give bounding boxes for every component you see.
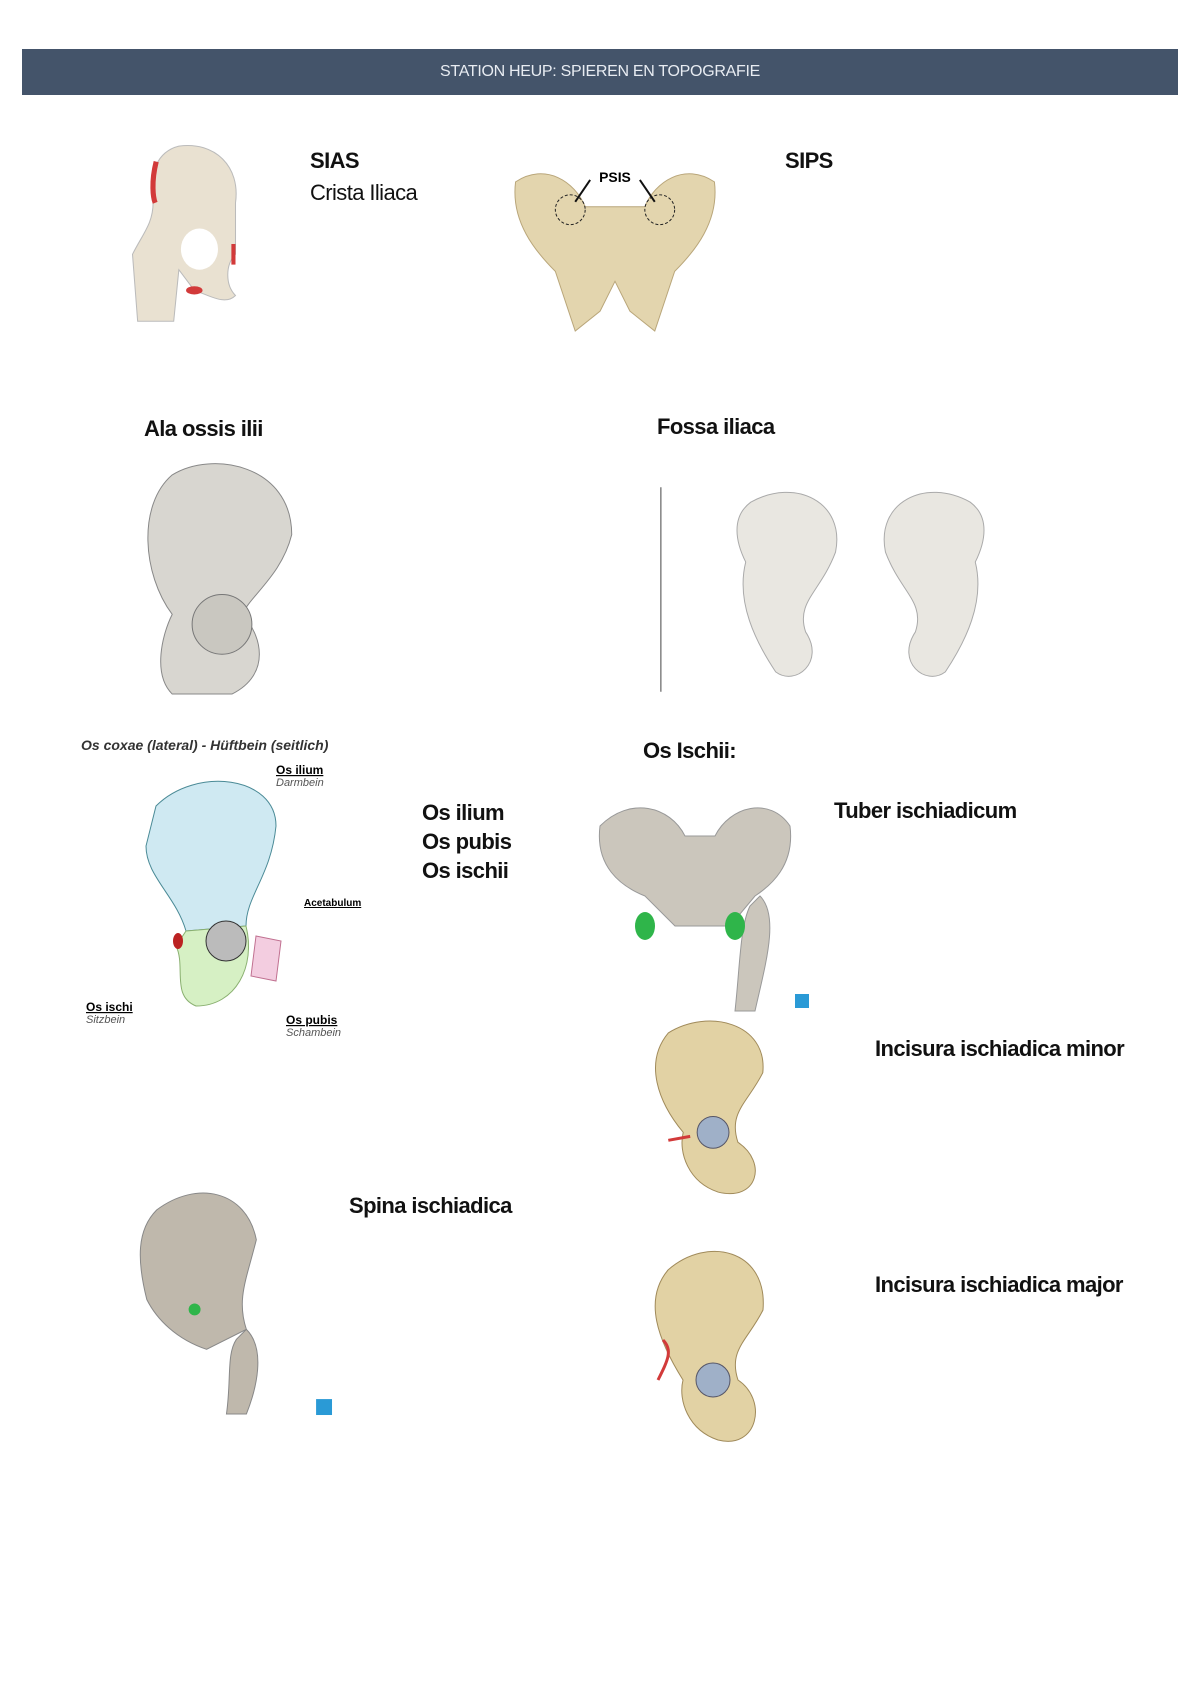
incisura-major-label: Incisura ischiadica major	[875, 1272, 1124, 1297]
incisura-major-image	[628, 1240, 823, 1457]
incisura-minor-image	[628, 1013, 823, 1202]
fossa-iliaca-label: Fossa iliaca	[657, 414, 775, 439]
spina-ischiadica-image	[97, 1180, 336, 1419]
list-item: Os pubis	[422, 829, 512, 854]
page-header: STATION HEUP: SPIEREN EN TOPOGRAFIE	[22, 49, 1178, 95]
ala-ossis-ilii-image	[130, 455, 314, 704]
svg-text:Os pubis: Os pubis	[286, 1013, 338, 1027]
list-item: Os ilium	[422, 800, 505, 825]
svg-text:Sitzbein: Sitzbein	[86, 1014, 125, 1026]
os-coxae-title: Os coxae (lateral) - Hüftbein (seitlich)	[81, 737, 329, 753]
svg-text:Schambein: Schambein	[286, 1027, 341, 1039]
svg-text:Darmbein: Darmbein	[276, 777, 324, 789]
hip-bone-anterior-image	[81, 141, 287, 347]
page-title: STATION HEUP: SPIEREN EN TOPOGRAFIE	[440, 63, 760, 80]
os-ischii-label: Os Ischii:	[643, 738, 737, 763]
svg-text:Acetabulum: Acetabulum	[304, 898, 361, 909]
sips-label: SIPS	[785, 148, 833, 173]
svg-text:Os ilium: Os ilium	[276, 763, 323, 777]
spina-ischiadica-label: Spina ischiadica	[349, 1193, 512, 1218]
tuber-ischiadicum-label: Tuber ischiadicum	[834, 798, 1017, 823]
list-item: Os ischii	[422, 858, 509, 883]
pelvis-posterior-image: PSIS	[504, 162, 726, 336]
bone-parts-list: Os ilium Os pubis Os ischii	[422, 798, 512, 885]
psis-image-label: PSIS	[599, 169, 631, 185]
tuber-ischiadicum-image	[590, 796, 812, 1013]
sias-label: SIAS	[310, 148, 360, 173]
os-coxae-diagram-image: Os coxae (lateral) - Hüftbein (seitlich)…	[76, 736, 384, 1040]
fossa-iliaca-image	[606, 482, 1115, 699]
incisura-minor-label: Incisura ischiadica minor	[875, 1036, 1125, 1061]
crista-iliaca-label: Crista Iliaca	[310, 180, 418, 205]
ala-ossis-ilii-label: Ala ossis ilii	[144, 416, 263, 441]
svg-text:Os ischi: Os ischi	[86, 1000, 133, 1014]
